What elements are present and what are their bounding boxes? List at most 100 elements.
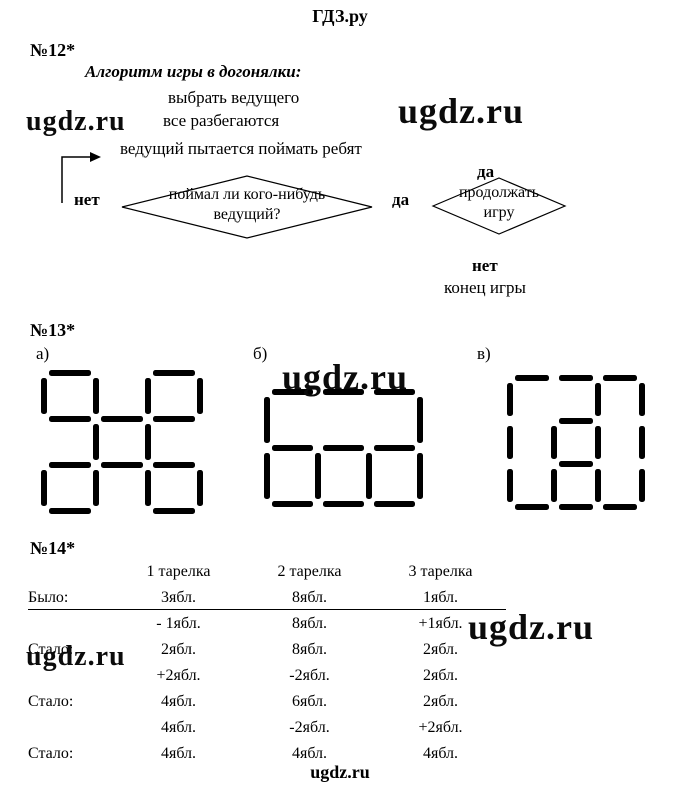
cell: 8ябл. xyxy=(291,615,328,632)
matchstick xyxy=(417,453,423,499)
watermark: ugdz.ru xyxy=(26,641,126,672)
cell: +1ябл. xyxy=(418,615,463,632)
table-row: Было: 3ябл. 8ябл. 1ябл. xyxy=(28,587,506,610)
task14-number: №14* xyxy=(30,538,76,558)
matchstick xyxy=(41,470,47,506)
matchstick xyxy=(559,504,593,510)
branch-label-yes: да xyxy=(477,162,495,181)
matchstick xyxy=(374,445,415,451)
matchstick xyxy=(197,378,203,414)
task12-step-3: ведущий пытается поймать ребят xyxy=(120,139,362,158)
matchstick xyxy=(323,389,364,395)
matchstick xyxy=(101,416,143,422)
task13-item-b: б) xyxy=(253,344,268,363)
watermark: ugdz.ru xyxy=(282,357,409,397)
decision-diamond xyxy=(121,175,373,239)
matchstick xyxy=(515,375,549,381)
task13-item-v: в) xyxy=(477,344,491,363)
matchstick xyxy=(595,383,601,416)
col-header-2: 2 тарелка xyxy=(277,563,342,580)
table-row: Стало: 4ябл. 6ябл. 2ябл. xyxy=(28,691,506,713)
watermark: ugdz.ru xyxy=(26,106,126,137)
matchstick xyxy=(374,501,415,507)
cell: 4ябл. xyxy=(160,719,197,736)
matchstick xyxy=(197,470,203,506)
matchstick-figure-a xyxy=(41,370,203,514)
row-label: Было: xyxy=(28,589,69,606)
matchstick xyxy=(603,375,637,381)
matchstick-figure-b xyxy=(264,389,423,507)
cell: +2ябл. xyxy=(418,719,463,736)
matchstick xyxy=(49,416,91,422)
row-label xyxy=(28,613,113,635)
cell: 4ябл. xyxy=(160,693,197,710)
flowchart-canvas xyxy=(61,152,567,239)
matchstick xyxy=(366,453,372,499)
continue-diamond xyxy=(431,177,567,235)
cell: 2ябл. xyxy=(422,693,459,710)
header-spacer xyxy=(28,561,113,583)
matchstick xyxy=(272,389,313,395)
cell: 2ябл. xyxy=(422,641,459,658)
flow-label-no: нет xyxy=(74,190,100,209)
end-text: конец игры xyxy=(444,278,526,297)
matchstick xyxy=(551,469,557,502)
matchstick xyxy=(93,470,99,506)
matchstick xyxy=(101,462,143,468)
matchstick xyxy=(639,383,645,416)
matchstick xyxy=(559,418,593,424)
matchstick xyxy=(559,461,593,467)
matchstick xyxy=(153,508,195,514)
matchstick xyxy=(145,424,151,460)
cell: 4ябл. xyxy=(291,745,328,762)
matchstick xyxy=(41,378,47,414)
matchstick xyxy=(323,445,364,451)
task12-title: Алгоритм игры в догонялки: xyxy=(85,62,302,81)
watermark: ugdz.ru xyxy=(398,91,525,131)
matchstick xyxy=(49,508,91,514)
loop-arrowhead xyxy=(90,152,101,162)
loop-arrow xyxy=(61,156,90,203)
matchstick xyxy=(559,375,593,381)
matchstick xyxy=(595,469,601,502)
cell: 8ябл. xyxy=(291,589,328,606)
branch-label-no: нет xyxy=(472,256,498,275)
cell: -2ябл. xyxy=(289,667,330,684)
matchstick xyxy=(153,416,195,422)
task12-step-2: все разбегаются xyxy=(163,111,280,130)
matchstick xyxy=(507,426,513,459)
flow-label-yes: да xyxy=(392,190,410,209)
cell: 1ябл. xyxy=(422,589,459,606)
cell: 6ябл. xyxy=(291,693,328,710)
cell: 2ябл. xyxy=(160,641,197,658)
matchstick xyxy=(603,504,637,510)
task12-number: №12* xyxy=(30,40,76,60)
matchstick xyxy=(264,453,270,499)
matchstick xyxy=(93,424,99,460)
matchstick xyxy=(153,462,195,468)
matchstick xyxy=(49,462,91,468)
col-header-3: 3 тарелка xyxy=(408,563,473,580)
table-row: Стало: 2ябл. 8ябл. 2ябл. xyxy=(28,639,506,661)
table-row: Стало: 4ябл. 4ябл. 4ябл. xyxy=(28,743,506,765)
matchstick xyxy=(595,426,601,459)
matchstick xyxy=(417,397,423,443)
page-title: ГДЗ.ру xyxy=(312,6,368,26)
matchstick xyxy=(272,445,313,451)
matchstick xyxy=(374,389,415,395)
continue-text-line2: игру xyxy=(483,204,515,221)
decision-text-line2: ведущий? xyxy=(213,206,281,223)
continue-text-line1: продолжать xyxy=(458,184,540,201)
matchstick xyxy=(551,426,557,459)
decision-text-line1: поймал ли кого-нибудь xyxy=(168,186,326,203)
matchstick xyxy=(145,378,151,414)
cell: 2ябл. xyxy=(422,667,459,684)
task13-number: №13* xyxy=(30,320,76,340)
row-label: Стало: xyxy=(28,693,74,710)
cell: 4ябл. xyxy=(422,745,459,762)
table-header-row: 1 тарелка 2 тарелка 3 тарелка xyxy=(28,561,506,583)
cell: +2ябл. xyxy=(156,667,201,684)
matchstick xyxy=(272,501,313,507)
matchstick xyxy=(49,370,91,376)
col-header-1: 1 тарелка xyxy=(146,563,211,580)
